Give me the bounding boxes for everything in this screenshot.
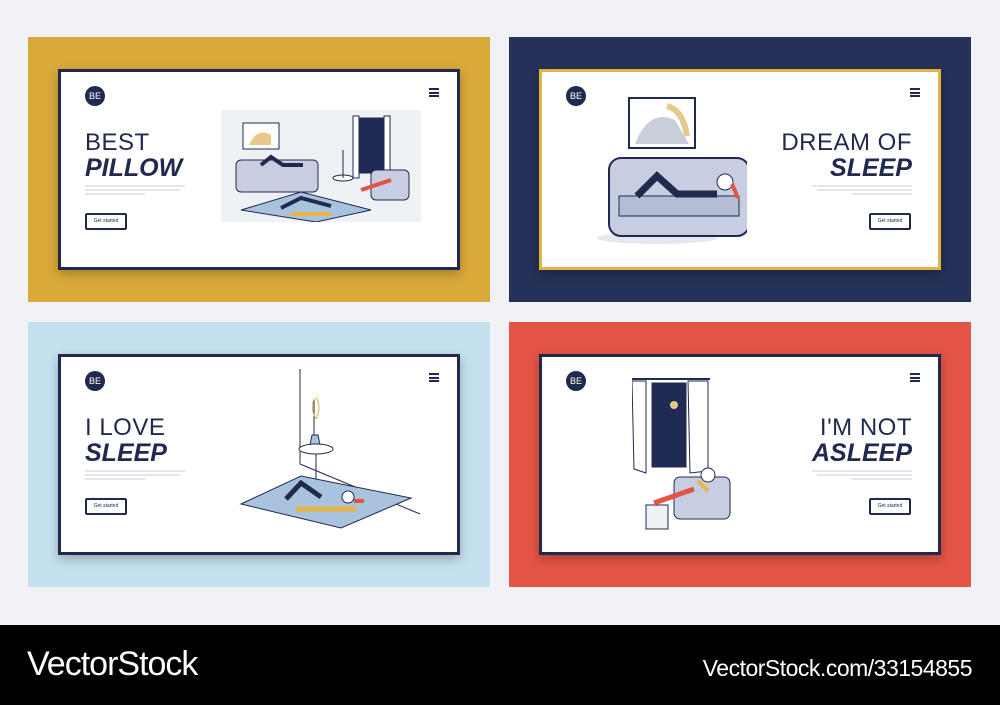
title-bold: SLEEP (85, 439, 167, 467)
title-light: I'M NOT (819, 414, 912, 441)
image-url: VectorStock.com/33154855 (702, 655, 973, 681)
title-light: I LOVE (85, 414, 166, 441)
body-text-placeholder (85, 470, 235, 480)
logo[interactable]: BE (85, 86, 105, 106)
sofa-sleeping-illustration (597, 97, 747, 244)
body-text-placeholder (762, 185, 912, 195)
hamburger-menu-icon[interactable] (910, 88, 920, 97)
title-light: DREAM OF (781, 129, 912, 156)
hamburger-menu-icon[interactable] (910, 373, 920, 382)
watermark-footer: VectorStock VectorStock.com/33154855 (0, 625, 1000, 705)
armchair-awake-illustration (632, 378, 731, 530)
get-started-button[interactable]: Get started (869, 498, 911, 515)
floor-sleeping-illustration (239, 369, 421, 529)
hamburger-menu-icon[interactable] (429, 88, 439, 97)
title-bold: ASLEEP (811, 439, 912, 467)
get-started-button[interactable]: Get started (85, 498, 127, 515)
logo[interactable]: BE (566, 371, 586, 391)
living-room-illustration (221, 110, 421, 222)
brand-logo: VectorStock (27, 645, 198, 683)
logo[interactable]: BE (85, 371, 105, 391)
body-text-placeholder (762, 470, 912, 480)
title-bold: PILLOW (85, 154, 183, 182)
title-light: BEST (85, 129, 150, 156)
logo[interactable]: BE (566, 86, 586, 106)
get-started-button[interactable]: Get started (869, 213, 911, 230)
body-text-placeholder (85, 185, 235, 195)
get-started-button[interactable]: Get started (85, 213, 127, 230)
hamburger-menu-icon[interactable] (429, 373, 439, 382)
title-bold: SLEEP (830, 154, 912, 182)
